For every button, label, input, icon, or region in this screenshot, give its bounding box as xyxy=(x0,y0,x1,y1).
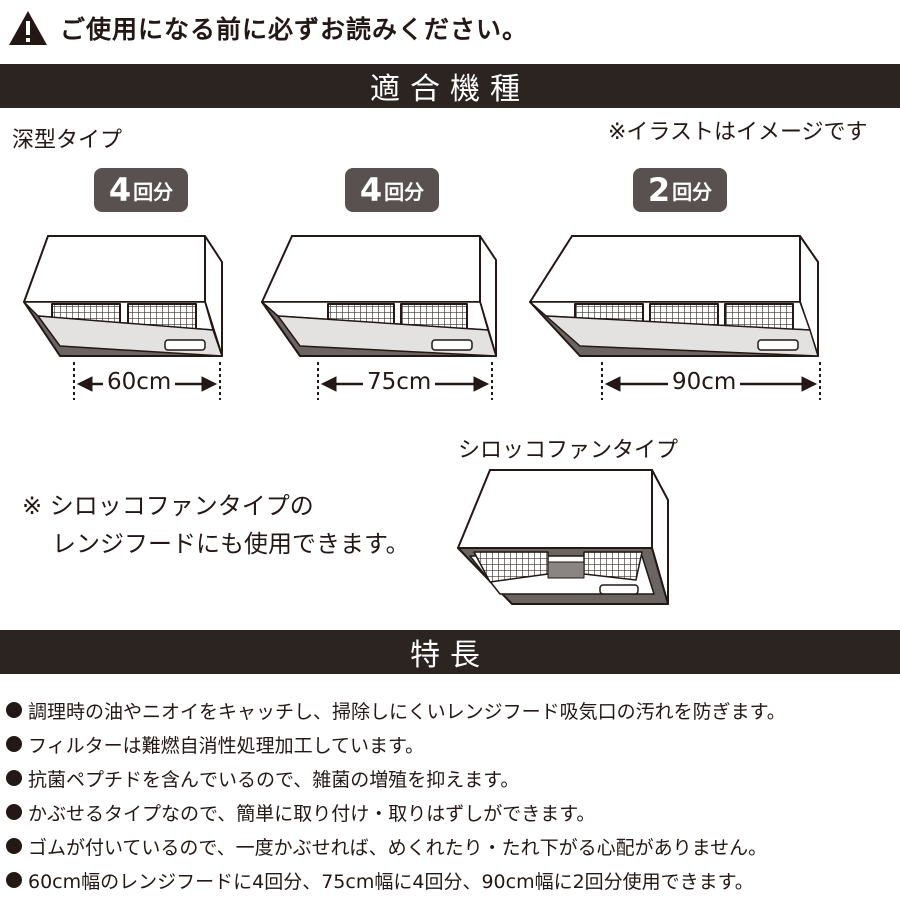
usage-unit: 回分 xyxy=(384,179,425,204)
feature-item: かぶせるタイプなので、簡単に取り付け・取りはずしができます。 xyxy=(6,795,786,829)
width-label-75cm: 75cm xyxy=(363,369,436,395)
usage-badge-60cm: 4 回分 xyxy=(94,168,188,212)
sirocco-type-label: シロッコファンタイプ xyxy=(458,438,679,463)
bullet-dot-icon xyxy=(6,838,22,854)
sirocco-note-line2: レンジフードにも使用できます。 xyxy=(52,530,410,558)
usage-unit: 回分 xyxy=(672,179,713,204)
usage-count: 2 xyxy=(647,171,671,209)
warning-notice: ご使用になる前に必ずお読みください。 xyxy=(8,8,528,48)
feature-text: 抗菌ペプチドを含んでいるので、雑菌の増殖を抑えます。 xyxy=(28,768,520,791)
bullet-dot-icon xyxy=(6,804,22,820)
usage-unit: 回分 xyxy=(133,179,174,204)
width-label-60cm: 60cm xyxy=(103,369,176,395)
sirocco-note-line1: ※ シロッコファンタイプの xyxy=(22,492,314,520)
range-hood-90cm-illustration xyxy=(529,235,819,357)
compatible-models-header: 適合機種 xyxy=(0,64,900,108)
feature-text: フィルターは難燃自消性処理加工しています。 xyxy=(28,734,425,757)
feature-text: ゴムが付いているので、一度かぶせれば、めくれたり・たれ下がる心配がありません。 xyxy=(28,836,768,859)
sirocco-fan-hood-illustration xyxy=(457,469,669,605)
warning-triangle-icon xyxy=(9,11,47,45)
illustration-note: ※イラストはイメージです xyxy=(608,120,868,145)
range-hood-60cm-illustration xyxy=(23,235,223,357)
usage-count: 4 xyxy=(108,171,132,209)
feature-text: 60cm幅のレンジフードに4回分、75cm幅に4回分、90cm幅に2回分使用でき… xyxy=(28,870,754,893)
usage-badge-75cm: 4 回分 xyxy=(345,168,439,212)
deep-type-label: 深型タイプ xyxy=(12,128,123,153)
bullet-dot-icon xyxy=(6,770,22,786)
feature-text: 調理時の油やニオイをキャッチし、掃除しにくいレンジフード吸気口の汚れを防ぎます。 xyxy=(28,700,786,723)
warning-text: ご使用になる前に必ずお読みください。 xyxy=(60,15,529,44)
width-label-90cm: 90cm xyxy=(668,369,741,395)
bullet-dot-icon xyxy=(6,702,22,718)
features-header: 特長 xyxy=(0,630,900,674)
feature-item: フィルターは難燃自消性処理加工しています。 xyxy=(6,727,786,761)
usage-count: 4 xyxy=(359,171,383,209)
range-hood-75cm-illustration xyxy=(261,235,497,357)
feature-item: 60cm幅のレンジフードに4回分、75cm幅に4回分、90cm幅に2回分使用でき… xyxy=(6,863,786,897)
feature-text: かぶせるタイプなので、簡単に取り付け・取りはずしができます。 xyxy=(28,802,596,825)
usage-badge-90cm: 2 回分 xyxy=(633,168,727,212)
feature-item: ゴムが付いているので、一度かぶせれば、めくれたり・たれ下がる心配がありません。 xyxy=(6,829,786,863)
feature-list: 調理時の油やニオイをキャッチし、掃除しにくいレンジフード吸気口の汚れを防ぎます。… xyxy=(6,693,786,897)
bullet-dot-icon xyxy=(6,872,22,888)
feature-item: 調理時の油やニオイをキャッチし、掃除しにくいレンジフード吸気口の汚れを防ぎます。 xyxy=(6,693,786,727)
feature-item: 抗菌ペプチドを含んでいるので、雑菌の増殖を抑えます。 xyxy=(6,761,786,795)
bullet-dot-icon xyxy=(6,736,22,752)
